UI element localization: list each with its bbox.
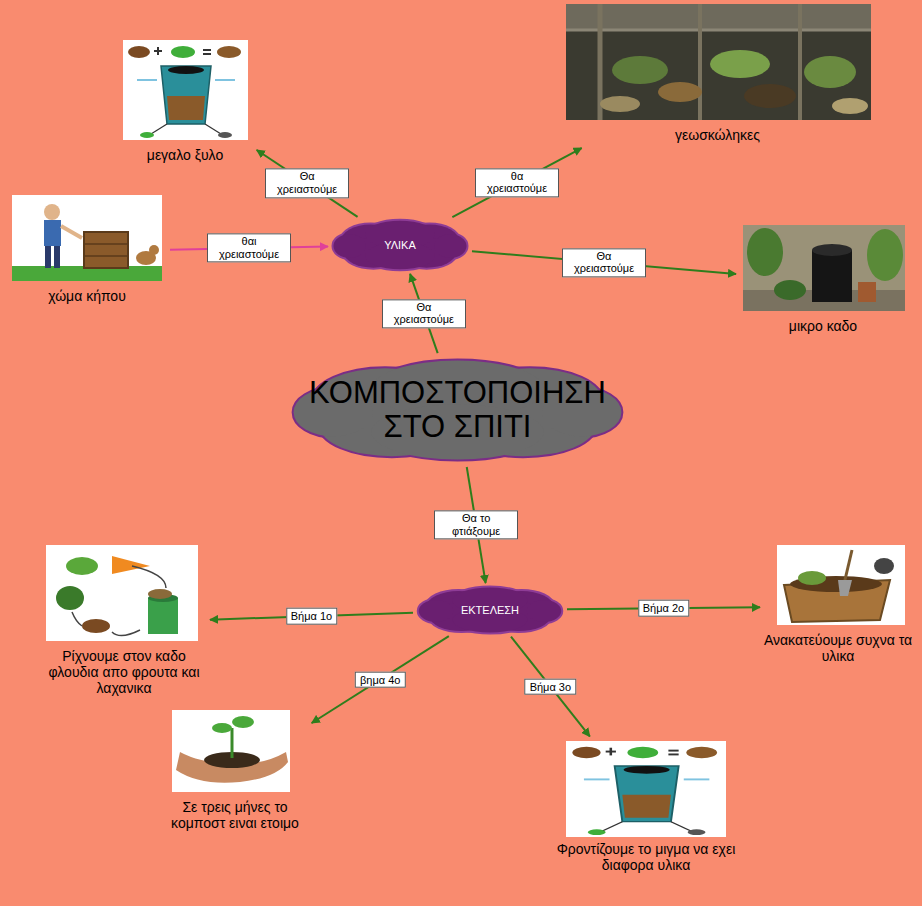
picture-caption: Φροντίζουμε το μιγμα να εχει διαφορα υλι… (555, 841, 737, 873)
bin-diagram (566, 741, 726, 837)
edge-label: Βήμα 1ο (286, 608, 337, 625)
picture-node: μεγαλο ξυλο (115, 38, 255, 167)
cloud-label: ΕΚΤΕΛΕΣΗ (461, 604, 519, 616)
stirring-picture (777, 545, 905, 625)
cloud-lobe (527, 600, 562, 622)
cloud-node: ΚΟΜΠΟΣΤΟΠΟΙΗΣΗ ΣΤΟ ΣΠΙΤΙ (285, 355, 630, 465)
edge-label: Θα το φτιάξουμε (434, 510, 518, 539)
picture-space (160, 708, 310, 794)
picture-caption: μεγαλο ξυλο (115, 147, 255, 163)
cloud-node: ΕΚΤΕΛΕΣΗ (415, 585, 565, 635)
picture-space (555, 738, 737, 836)
connector-arrow (257, 150, 358, 217)
cloud-lobe (434, 234, 466, 258)
picture-caption: Ανακατεύουμε συχνα τα υλικα (762, 632, 914, 664)
picture-node: Ρίχνουμε στον καδο φλουδια απο φρουτα κα… (40, 545, 208, 700)
cloud-lobe (419, 600, 454, 622)
picture-caption: Ρίχνουμε στον καδο φλουδια απο φρουτα κα… (40, 648, 208, 696)
cloud-lobe (334, 234, 366, 258)
edge-label: Θα χρειαστούμε (382, 299, 466, 328)
cloud-node: ΥΛΙΚΑ (330, 218, 470, 272)
cloud-lobe (334, 234, 366, 258)
picture-space (738, 225, 908, 313)
picture-caption: Σε τρεις μήνες το κομποστ ειναι ετοιμο (160, 799, 310, 831)
edge-label: Βήμα 3ο (525, 678, 576, 695)
bin-diagram (123, 40, 248, 140)
cloud-lobe (527, 600, 562, 622)
picture-caption: χώμα κήπου (6, 288, 168, 304)
compost-photo (566, 4, 871, 120)
cloud-lobe (434, 234, 466, 258)
picture-space (115, 38, 255, 142)
edge-label: βημα 4ο (355, 671, 405, 688)
picture-node: Σε τρεις μήνες το κομποστ ειναι ετοιμο (160, 708, 310, 835)
edge-label: Βήμα 2ο (638, 600, 689, 617)
edge-label: Θα χρειαστούμε (265, 169, 349, 198)
cloud-lobe (419, 600, 454, 622)
picture-caption: μικρο καδο (738, 318, 908, 334)
picture-space (40, 545, 208, 643)
picture-node: Φροντίζουμε το μιγμα να εχει διαφορα υλι… (555, 738, 737, 877)
picture-node: μικρο καδο (738, 225, 908, 338)
edge-label: θα χρειαστούμε (475, 168, 559, 197)
picture-node: Ανακατεύουμε συχνα τα υλικα (762, 545, 914, 668)
connector-arrow (312, 636, 449, 723)
picture-node: γεωσκώληκες (560, 4, 875, 147)
picture-space (560, 4, 875, 122)
cloud-label: ΥΛΙΚΑ (384, 239, 416, 251)
picture-caption: γεωσκώληκες (560, 127, 875, 143)
edge-label: Θα χρειαστούμε (562, 248, 646, 277)
cycle-picture (46, 545, 198, 641)
cloud-label: ΚΟΜΠΟΣΤΟΠΟΙΗΣΗ ΣΤΟ ΣΠΙΤΙ (305, 376, 610, 444)
edge-label: θαι χρειαστούμε (207, 234, 291, 263)
connector-arrow (452, 148, 581, 217)
sprout-picture (172, 710, 290, 792)
picture-space (762, 545, 914, 627)
picture-space (6, 195, 168, 283)
gardener-picture (12, 195, 162, 281)
small-bin-photo (743, 225, 905, 311)
connector-arrow (511, 637, 590, 737)
picture-node: χώμα κήπου (6, 195, 168, 308)
